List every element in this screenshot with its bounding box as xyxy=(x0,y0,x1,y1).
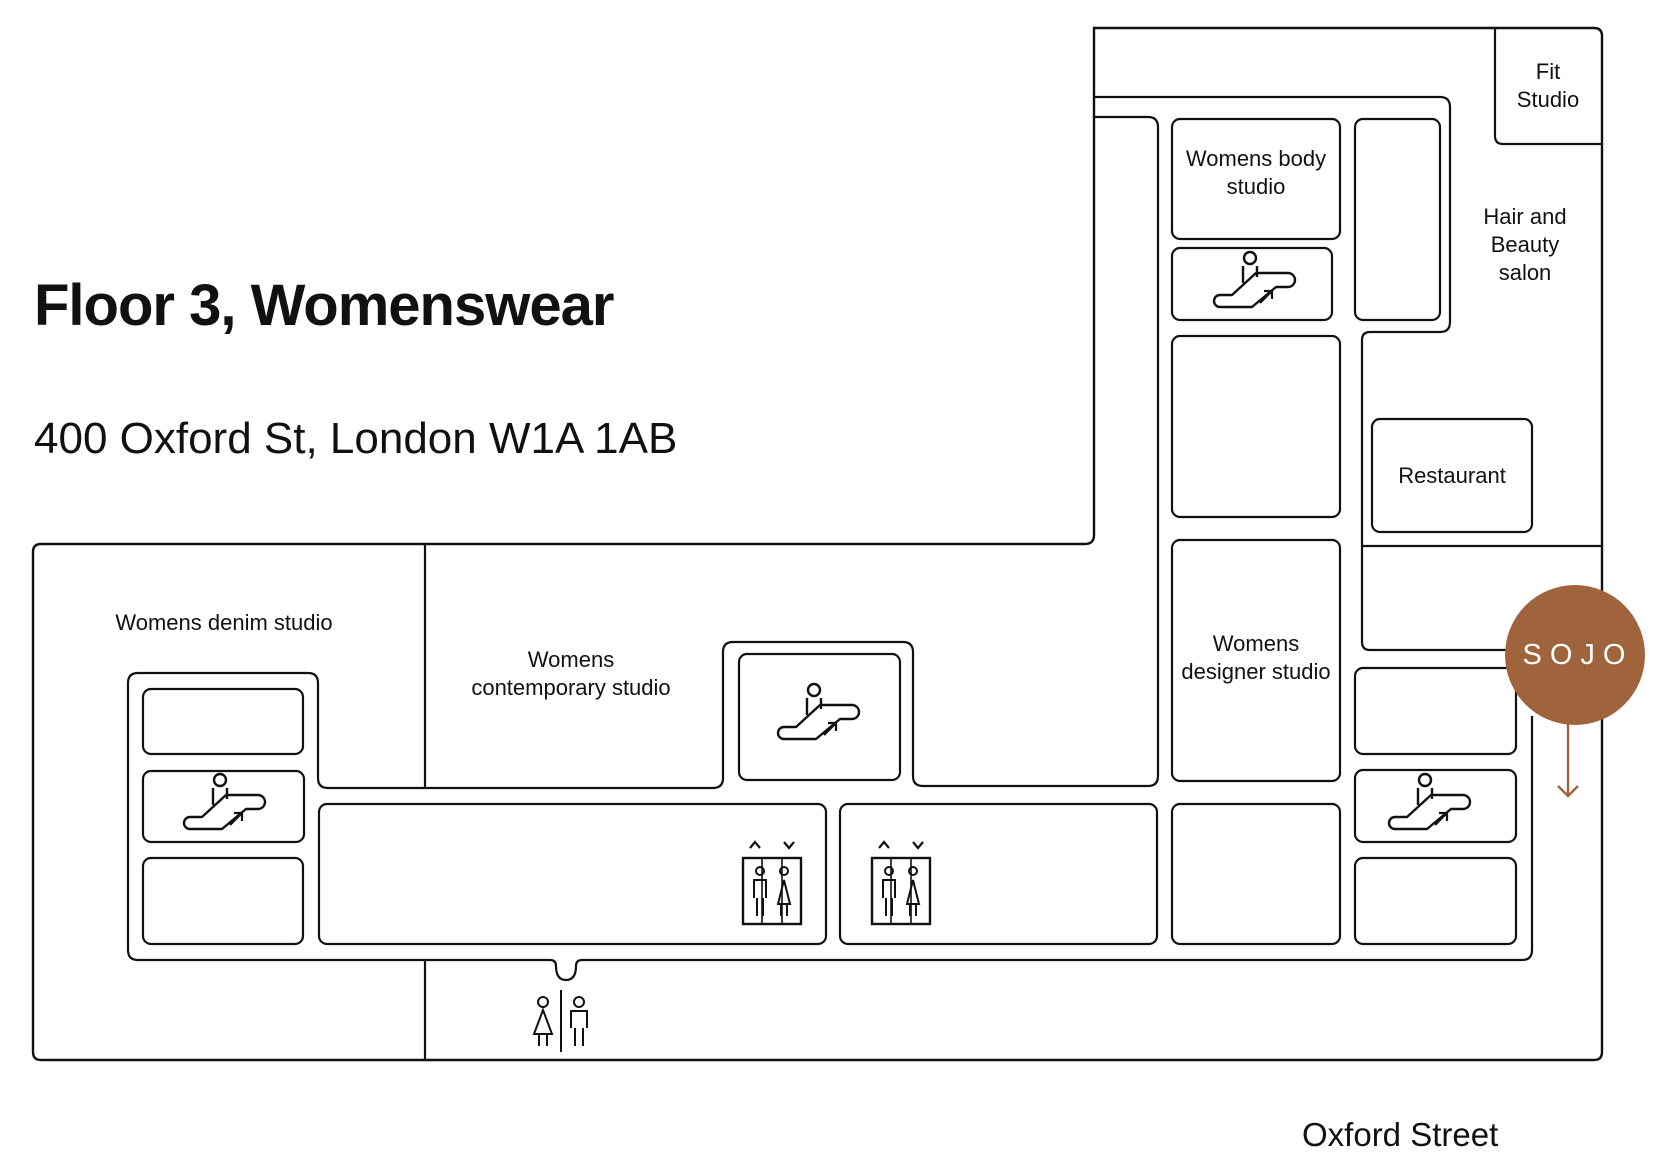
area-label-line: Fit xyxy=(1535,59,1561,84)
area-womens-body-studio: Womens body studio xyxy=(1176,145,1336,201)
escalator-icon xyxy=(1212,250,1297,309)
area-label-line: contemporary studio xyxy=(471,675,671,700)
area-womens-denim-studio: Womens denim studio xyxy=(115,610,333,635)
area-label-line: designer studio xyxy=(1181,659,1331,684)
area-label-line: Womens xyxy=(527,647,615,672)
rooms xyxy=(141,117,1534,946)
store-badge[interactable]: SOJO xyxy=(1505,585,1645,725)
area-label-line: Womens xyxy=(1212,631,1300,656)
escalator-icon xyxy=(1387,772,1472,831)
area-womens-contemporary-studio: Womens contemporary studio xyxy=(448,646,694,702)
arrow-down-icon xyxy=(1557,722,1579,798)
area-label-line: Beauty xyxy=(1490,232,1560,257)
building-outline xyxy=(31,26,1604,1062)
area-label-line: Womens body xyxy=(1185,146,1327,171)
area-fit-studio: Fit Studio xyxy=(1508,58,1588,114)
area-womens-designer-studio: Womens designer studio xyxy=(1172,630,1340,686)
page-title: Floor 3, Womenswear xyxy=(34,273,614,338)
escalator-icon xyxy=(776,682,861,741)
street-label: Oxford Street xyxy=(1302,1116,1499,1153)
lift-icon xyxy=(870,840,932,926)
lift-icon xyxy=(741,840,803,926)
interior-walls xyxy=(126,28,1602,1060)
area-hair-beauty-salon: Hair and Beauty salon xyxy=(1470,203,1580,287)
area-label-line: studio xyxy=(1226,174,1286,199)
toilets-icon xyxy=(532,990,588,1052)
area-label-line: Studio xyxy=(1516,87,1580,112)
store-address: 400 Oxford St, London W1A 1AB xyxy=(34,414,678,463)
area-label-line: Hair and xyxy=(1483,204,1567,229)
area-restaurant: Restaurant xyxy=(1398,463,1506,488)
escalator-icon xyxy=(182,772,267,831)
area-label-line: salon xyxy=(1498,260,1552,285)
